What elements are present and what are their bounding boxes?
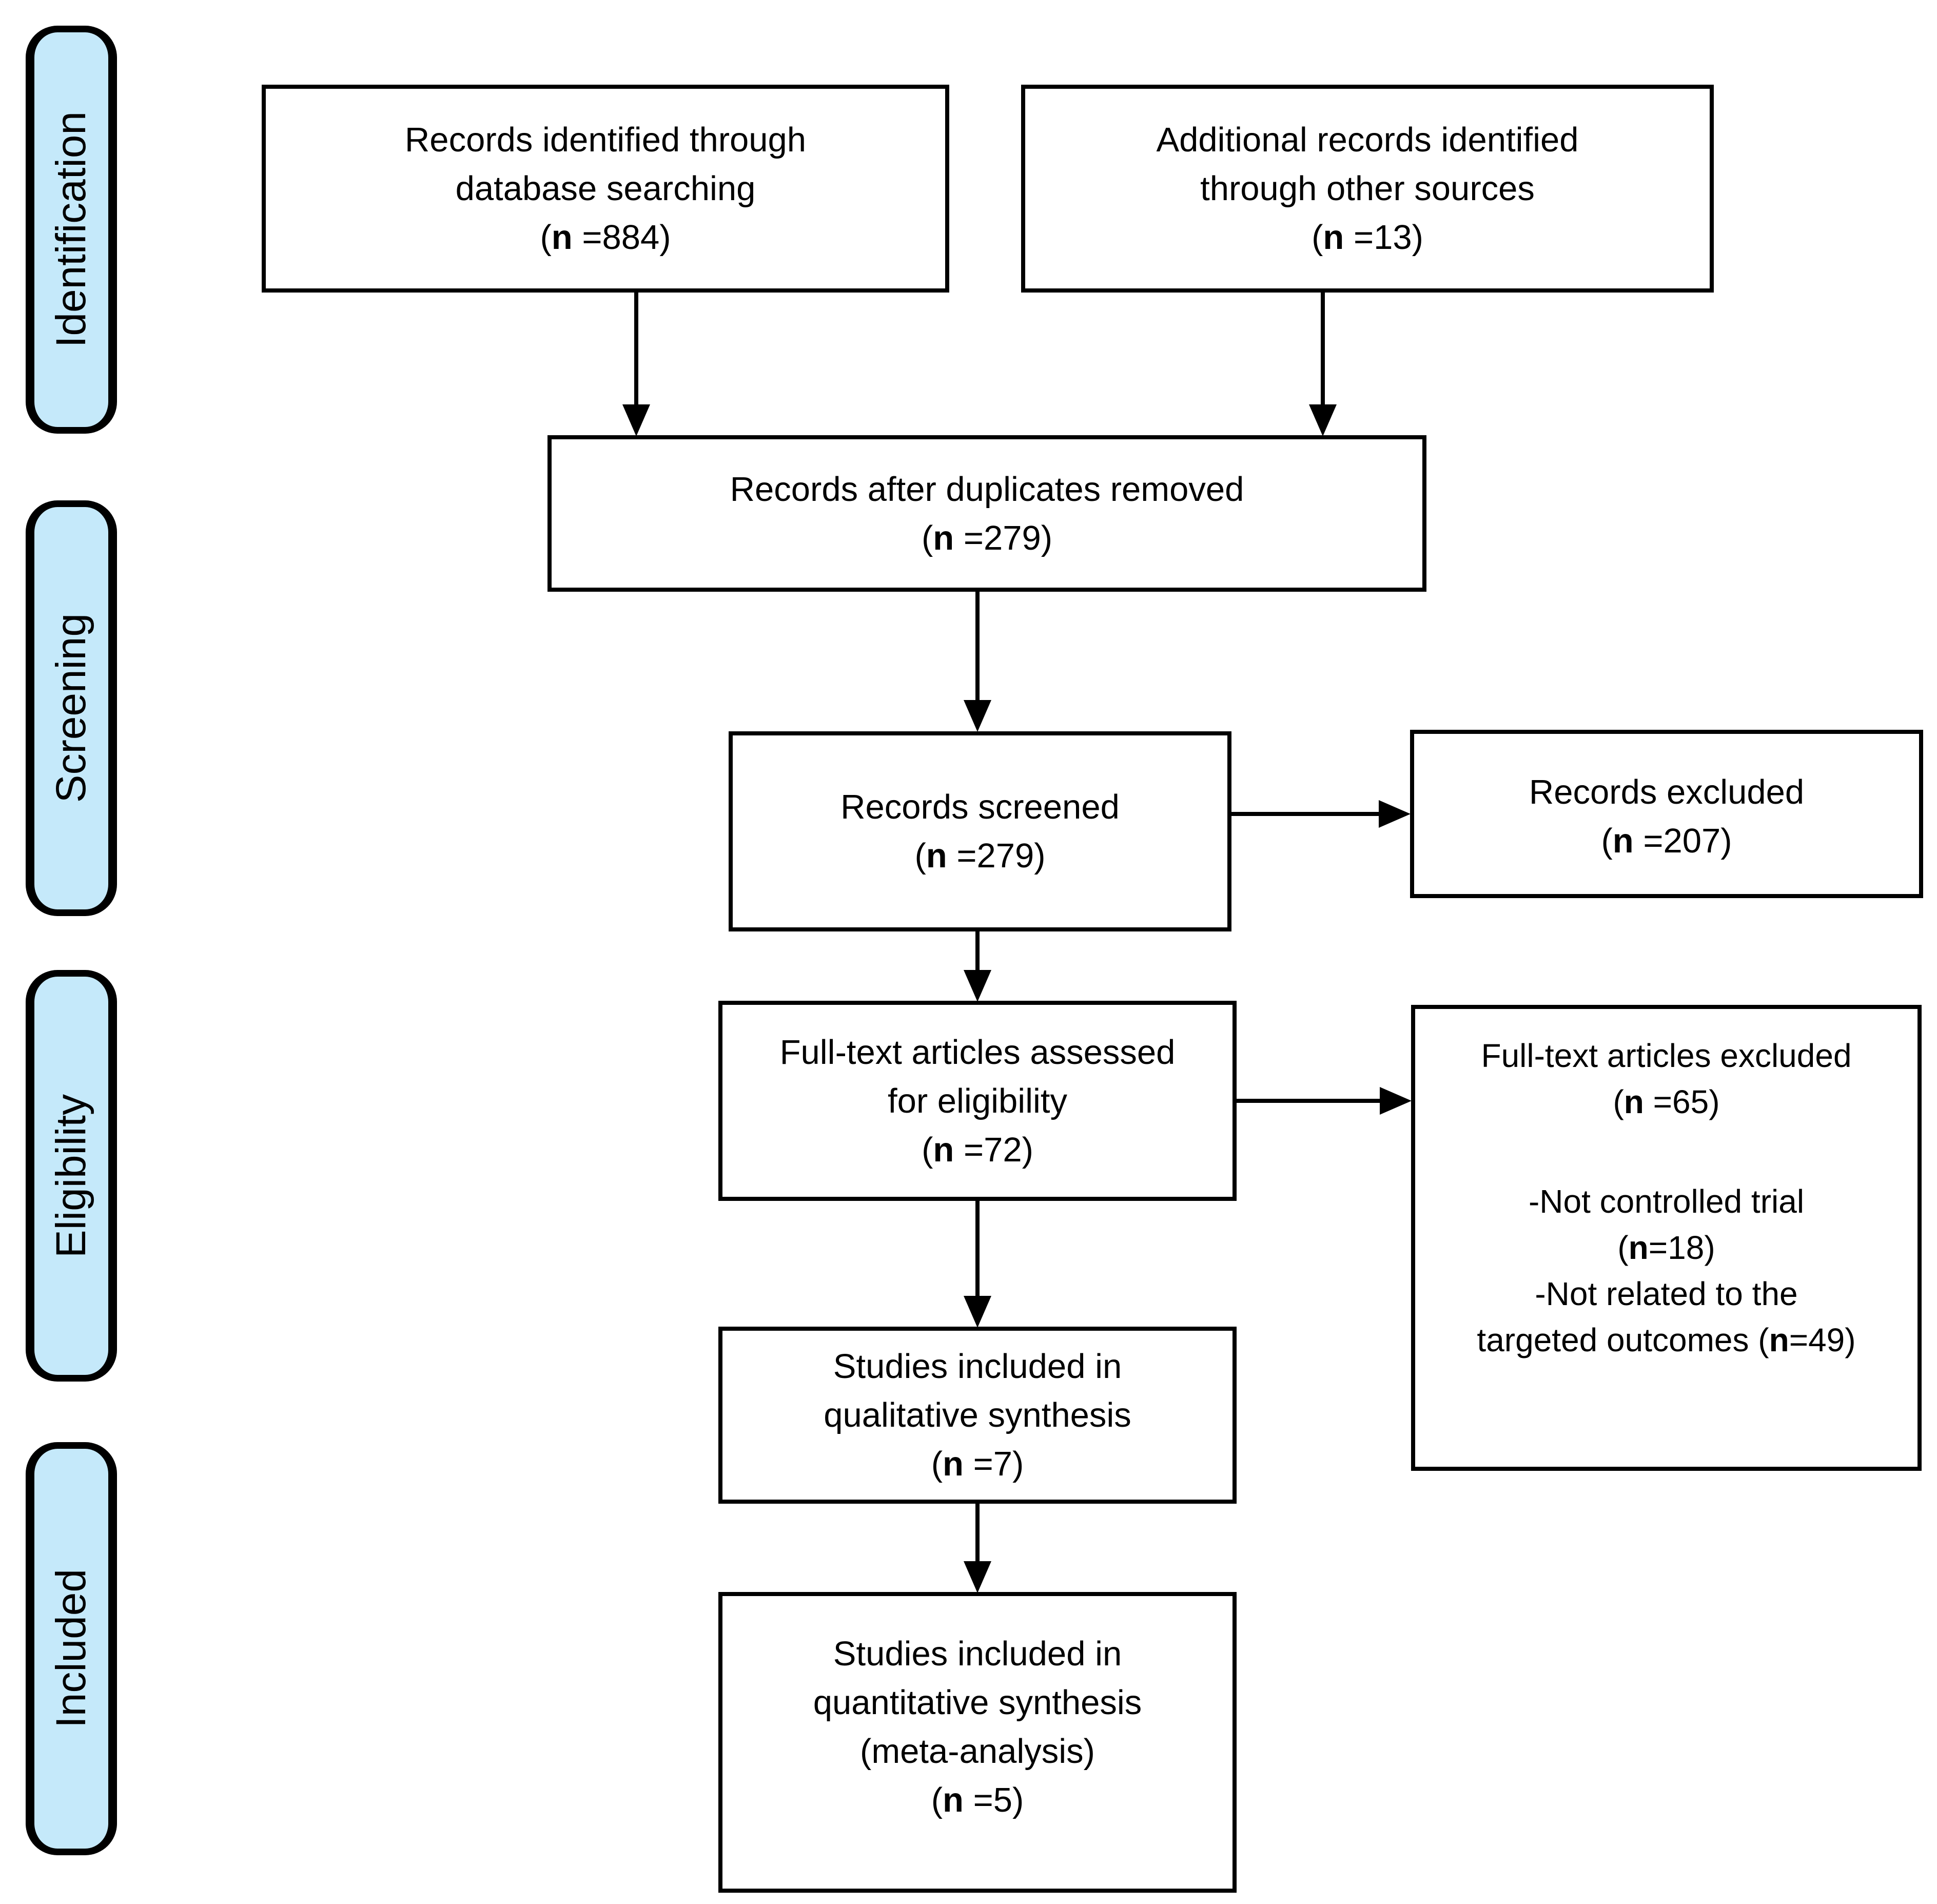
text-line: database searching (455, 169, 756, 208)
arrow-fulltext-to-qualitative-line (975, 1199, 980, 1298)
box-fulltext-assessed: Full-text articles assessed for eligibili… (718, 1001, 1237, 1201)
text-line: -Not controlled trial (1528, 1183, 1805, 1220)
text-line: (n =5) (931, 1781, 1024, 1819)
arrow-identified-to-duplicates-line (634, 292, 638, 407)
text-line: Records after duplicates removed (730, 470, 1244, 509)
arrow-additional-to-duplicates-head (1309, 404, 1337, 436)
arrow-screened-to-fulltext-head (964, 970, 991, 1002)
stage-identification: Identification (26, 26, 117, 434)
arrow-fulltext-to-excluded-head (1380, 1087, 1412, 1115)
arrow-screened-to-excluded-line (1230, 812, 1382, 816)
box-duplicates-removed: Records after duplicates removed (n =279) (547, 435, 1426, 592)
stage-screening-label: Screening (48, 613, 94, 803)
box-qualitative-synthesis: Studies included in qualitative synthesis… (718, 1327, 1237, 1504)
text-line: Studies included in (833, 1347, 1122, 1386)
arrow-qualitative-to-quantitative-head (964, 1561, 991, 1593)
arrow-screened-to-excluded-head (1379, 800, 1411, 828)
arrow-qualitative-to-quantitative-line (975, 1502, 980, 1564)
text-line: (meta-analysis) (860, 1732, 1095, 1771)
text-line: Additional records identified (1156, 121, 1579, 159)
text-line (1425, 1125, 1907, 1178)
stage-eligibility-label: Eligibility (48, 1094, 94, 1258)
text-line: Records excluded (1529, 773, 1805, 811)
box-additional-records: Additional records identified through oth… (1021, 85, 1714, 293)
text-line: (n =279) (921, 518, 1053, 557)
text-line: (n =884) (540, 218, 671, 257)
text-line: through other sources (1200, 169, 1535, 208)
text-line: quantitative synthesis (813, 1683, 1142, 1722)
text-line: Records screened (840, 788, 1120, 826)
arrow-duplicates-to-screened-line (975, 590, 980, 702)
text-line: (n =207) (1601, 822, 1732, 860)
text-line: Records identified through (404, 121, 807, 159)
box-records-excluded: Records excluded (n =207) (1410, 730, 1923, 898)
stage-included-label: Included (48, 1569, 94, 1728)
stage-screening: Screening (26, 500, 117, 916)
arrow-duplicates-to-screened-head (964, 700, 991, 732)
stage-included: Included (26, 1442, 117, 1855)
box-records-screened: Records screened (n =279) (729, 731, 1231, 931)
text-line: (n =7) (931, 1445, 1024, 1483)
text-line: (n=18) (1617, 1229, 1715, 1266)
arrow-fulltext-to-excluded-line (1236, 1099, 1383, 1103)
stage-identification-label: Identification (48, 111, 94, 348)
arrow-fulltext-to-qualitative-head (964, 1296, 991, 1328)
arrow-additional-to-duplicates-line (1321, 292, 1325, 407)
text-line: qualitative synthesis (824, 1396, 1131, 1434)
arrow-screened-to-fulltext-line (975, 930, 980, 972)
text-line: targeted outcomes (n=49) (1477, 1322, 1856, 1358)
text-line: (n =13) (1312, 218, 1423, 257)
box-fulltext-excluded: Full-text articles excluded (n =65) -Not … (1411, 1005, 1922, 1471)
text-line: (n =65) (1613, 1083, 1720, 1120)
box-quantitative-synthesis: Studies included in quantitative synthesi… (718, 1592, 1237, 1893)
text-line: Full-text articles assessed (779, 1033, 1176, 1072)
stage-eligibility: Eligibility (26, 970, 117, 1382)
text-line: Full-text articles excluded (1481, 1037, 1852, 1074)
box-records-identified: Records identified through database searc… (262, 85, 949, 293)
text-line: (n =72) (922, 1130, 1033, 1169)
text-line: (n =279) (914, 837, 1046, 875)
text-line: -Not related to the (1535, 1275, 1798, 1312)
arrow-identified-to-duplicates-head (622, 404, 650, 436)
text-line: Studies included in (833, 1635, 1122, 1673)
text-line: for eligibility (887, 1081, 1068, 1120)
